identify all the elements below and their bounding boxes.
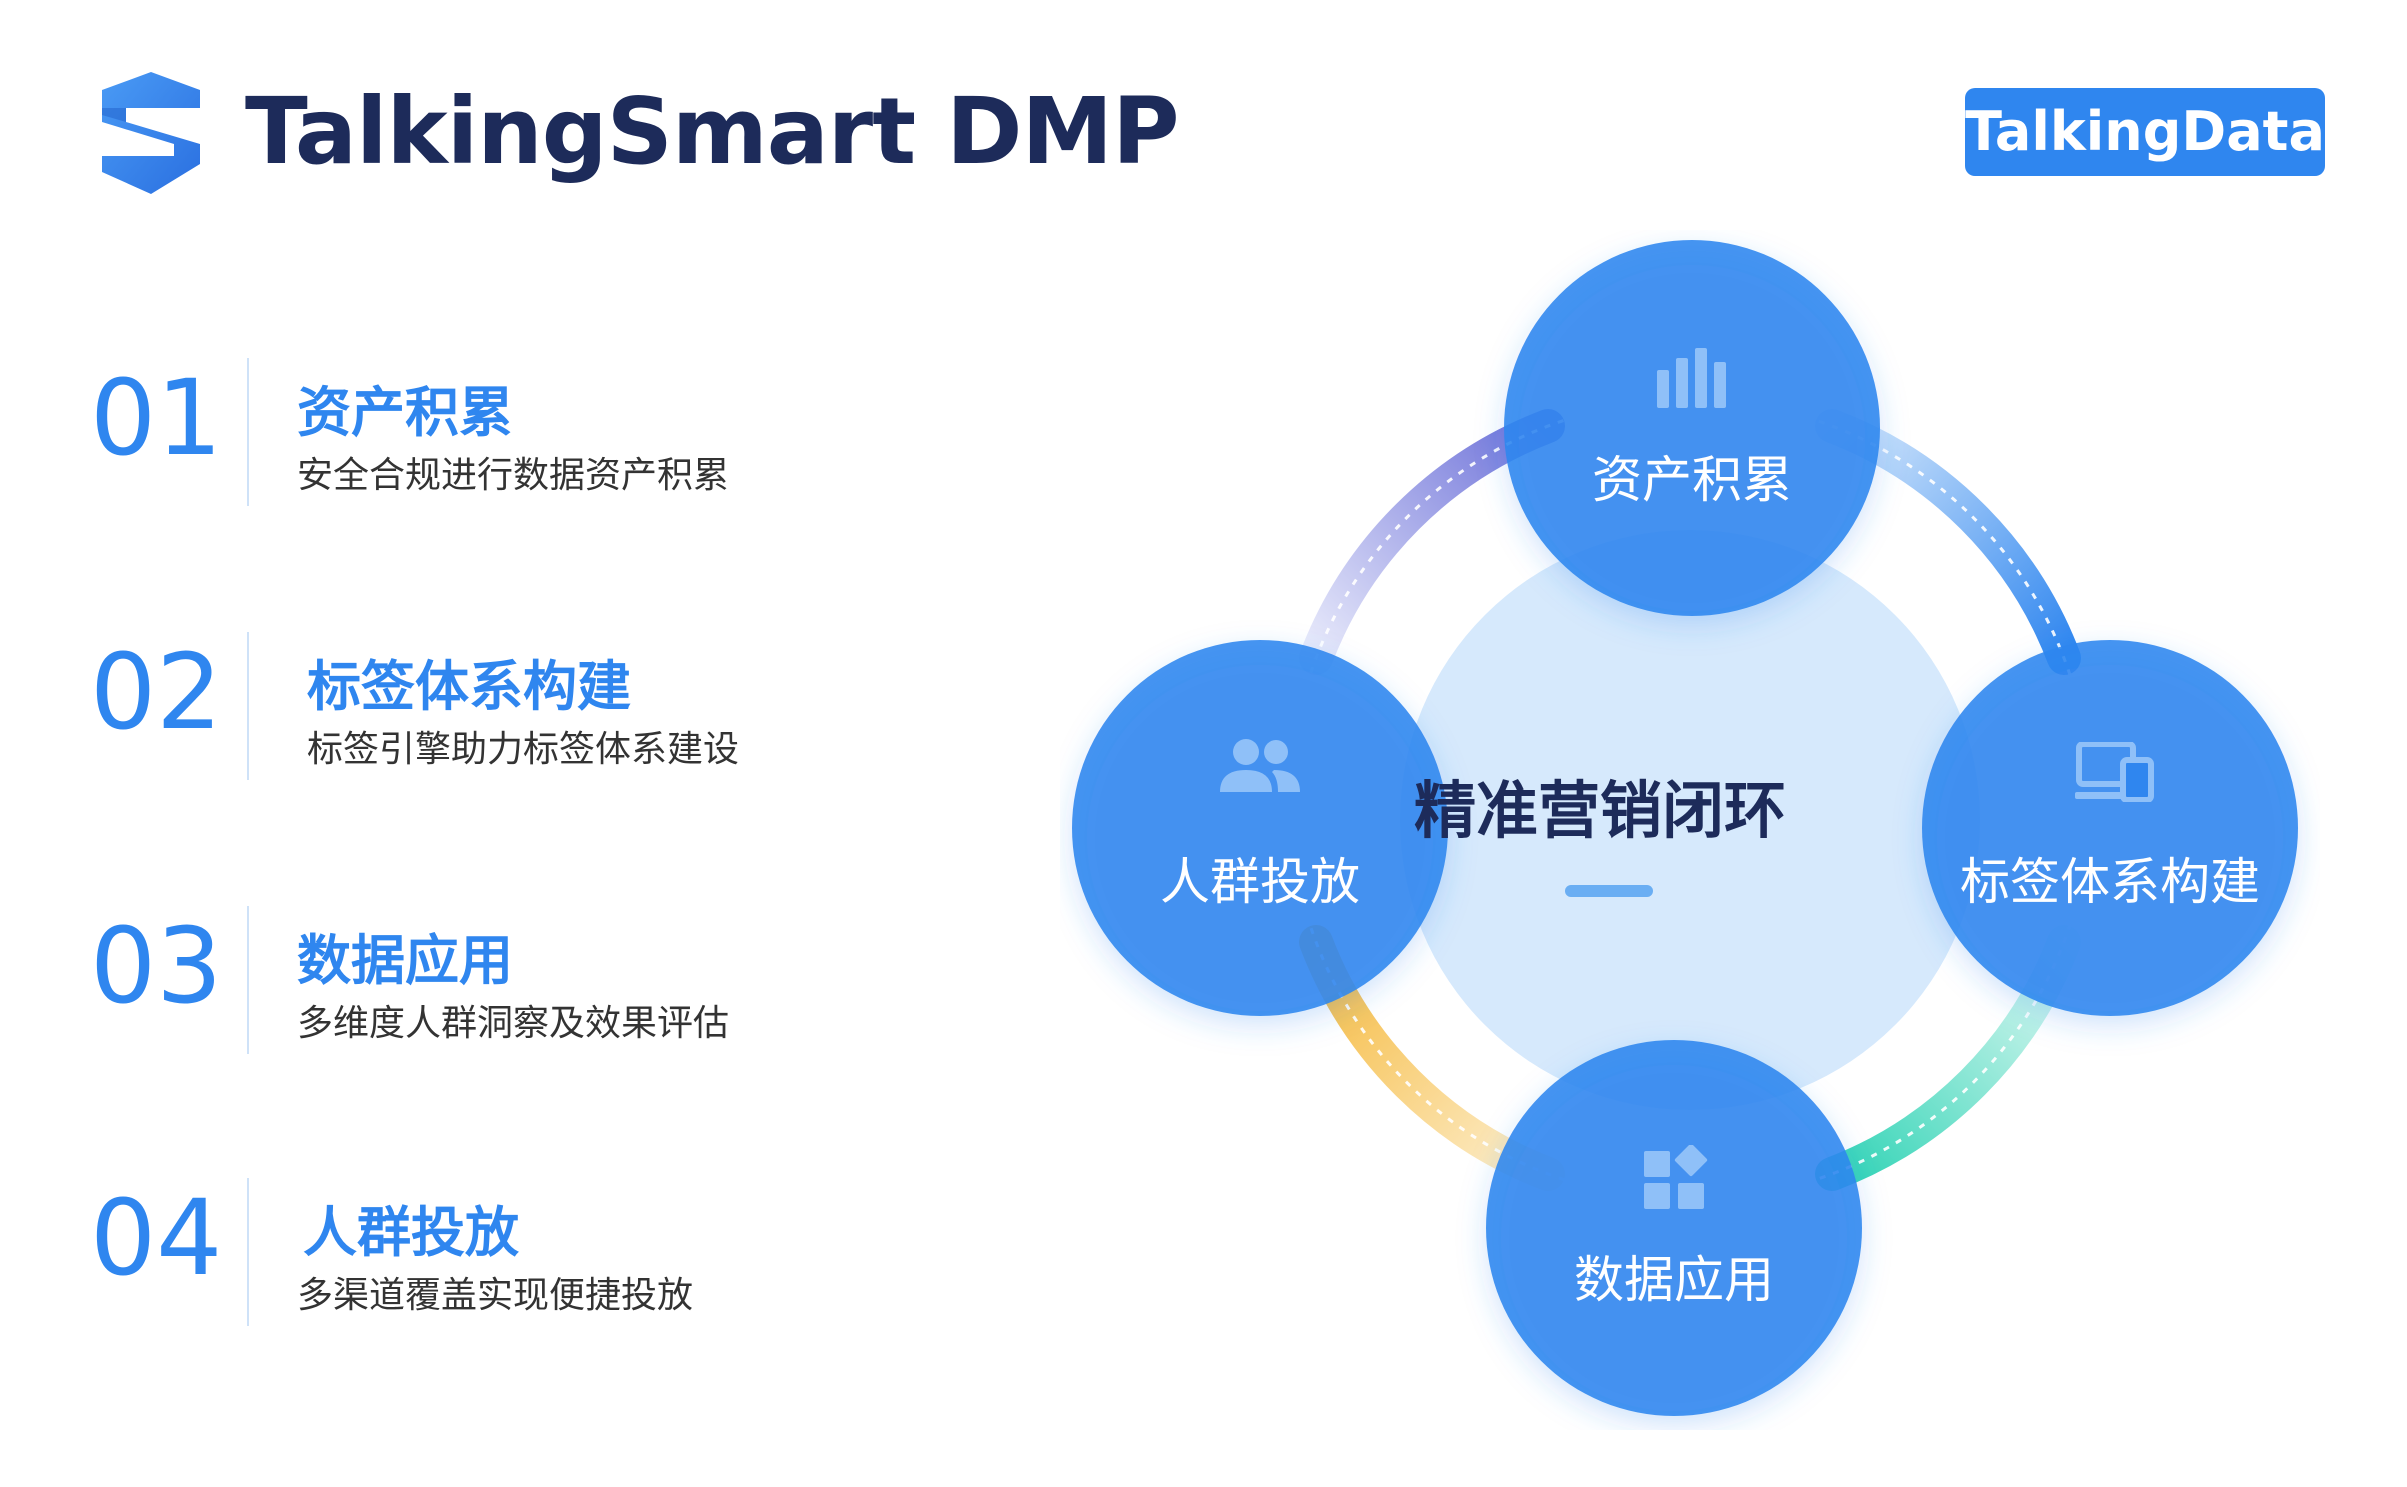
feature-number: 01: [90, 357, 223, 479]
node-label-audience: 人群投放: [1160, 853, 1360, 911]
node-label-tags: 标签体系构建: [1960, 853, 2260, 911]
node-label-data-app: 数据应用: [1574, 1251, 1774, 1309]
feature-description: 安全合规进行数据资产积累: [297, 455, 730, 496]
center-underline: [1565, 885, 1653, 897]
marketing-loop-diagram: 精准营销闭环 资产积累 标签体系构建 数据应用 人群投放: [1060, 230, 2320, 1430]
feature-number: 04: [90, 1177, 223, 1299]
feature-item-tags: 02 标签体系构建 标签引擎助力标签体系建设: [90, 632, 990, 782]
feature-title: 标签体系构建: [307, 655, 631, 718]
feature-divider: [247, 632, 249, 780]
feature-description: 多渠道覆盖实现便捷投放: [297, 1275, 694, 1316]
feature-title: 数据应用: [297, 929, 513, 992]
feature-item-audience: 04 人群投放 多渠道覆盖实现便捷投放: [90, 1178, 990, 1328]
center-label: 精准营销闭环: [1413, 774, 1786, 847]
node-circle-bottom: [1486, 1040, 1862, 1416]
node-circle-left: [1072, 640, 1448, 1016]
node-label-asset: 资产积累: [1592, 451, 1792, 509]
devices-icon: [2075, 742, 2154, 802]
loop-graphic: [1072, 240, 2298, 1416]
brand-title: TalkingSmart DMP: [245, 78, 1180, 185]
apps-icon: [1644, 1145, 1708, 1209]
bar-chart-icon: [1657, 348, 1726, 408]
feature-number: 03: [90, 905, 223, 1027]
feature-title: 人群投放: [303, 1201, 519, 1264]
shield-s-logo-icon: [102, 72, 200, 194]
partner-logo: TalkingData: [1965, 88, 2325, 176]
feature-title: 资产积累: [297, 381, 513, 444]
node-circle-top: [1504, 240, 1880, 616]
feature-description: 标签引擎助力标签体系建设: [307, 729, 740, 770]
feature-number: 02: [90, 631, 223, 753]
feature-description: 多维度人群洞察及效果评估: [297, 1003, 730, 1044]
feature-item-asset: 01 资产积累 安全合规进行数据资产积累: [90, 358, 990, 508]
feature-item-data-app: 03 数据应用 多维度人群洞察及效果评估: [90, 906, 990, 1056]
feature-divider: [247, 906, 249, 1054]
people-icon: [1220, 739, 1300, 792]
center-circle: [1400, 530, 1980, 1110]
feature-divider: [247, 358, 249, 506]
feature-divider: [247, 1178, 249, 1326]
node-circle-right: [1922, 640, 2298, 1016]
